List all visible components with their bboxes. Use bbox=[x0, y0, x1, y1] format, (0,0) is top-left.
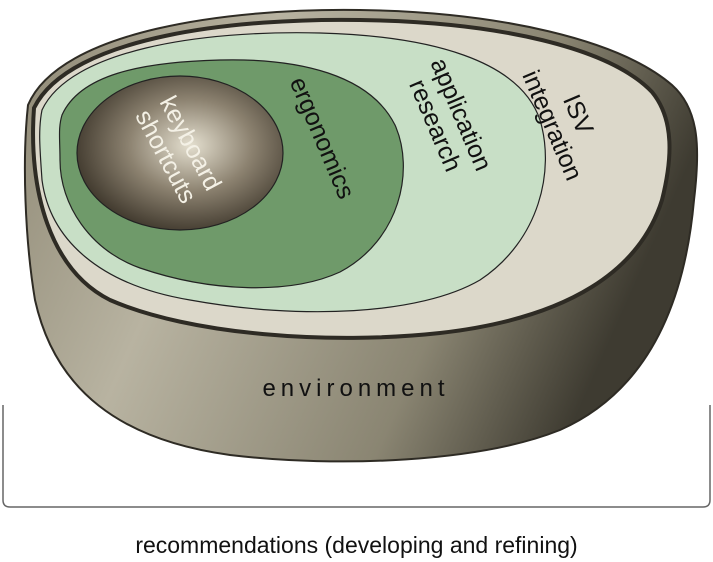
recommendations-bracket bbox=[2, 405, 711, 508]
recommendations-caption: recommendations (developing and refining… bbox=[135, 532, 578, 558]
keyboard-shortcuts-sphere bbox=[76, 75, 284, 231]
environment-label: environment bbox=[262, 375, 449, 402]
